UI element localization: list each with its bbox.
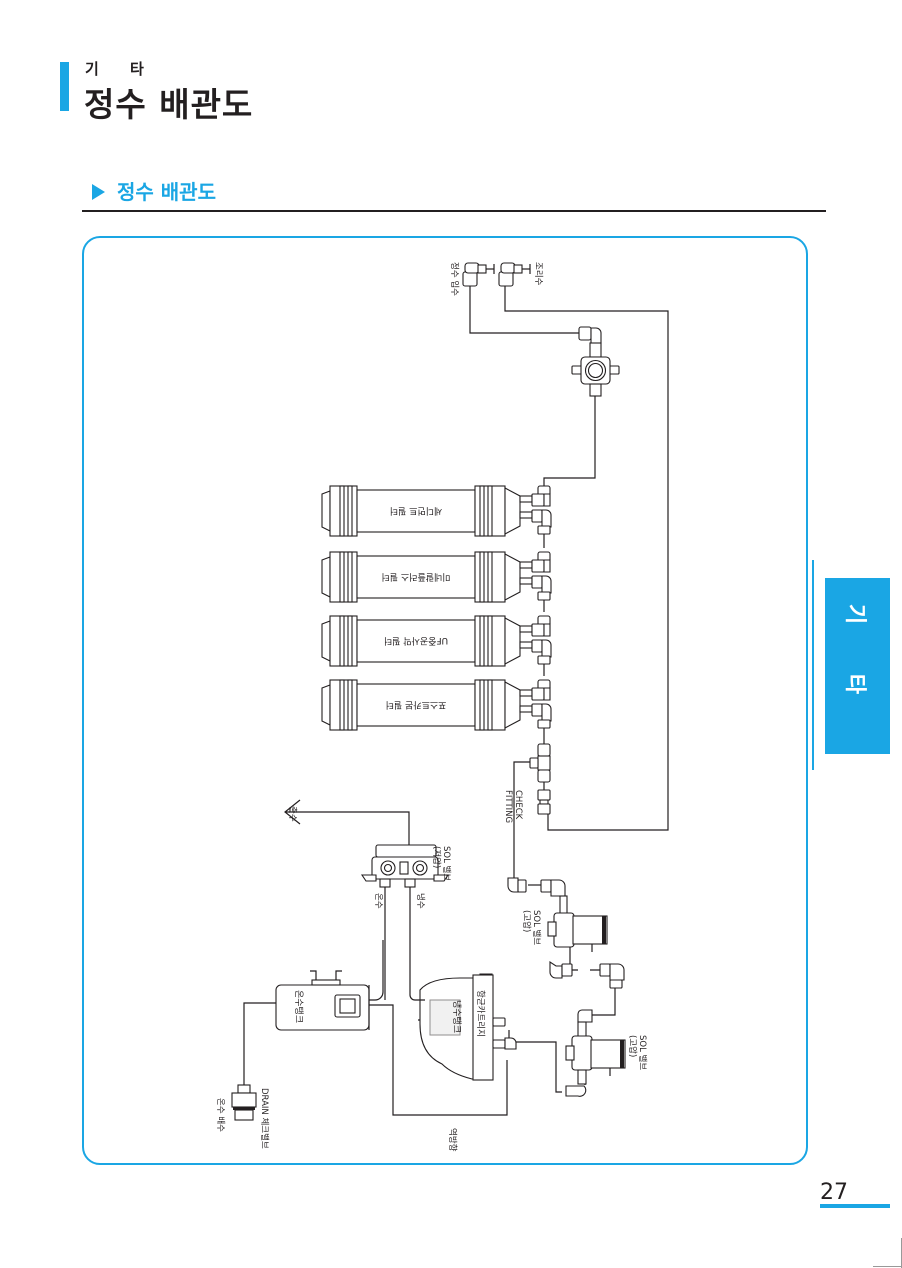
triangle-bullet-icon — [92, 184, 105, 200]
pipe-reverse — [369, 1004, 508, 1116]
label-sol-high-2-b: (고압) — [627, 1035, 637, 1057]
filter-label: UF중공사막 필터 — [384, 635, 448, 647]
drain-check-valve — [231, 1084, 257, 1121]
label-hot-water: 온수 — [373, 893, 383, 909]
pipe-valve-filter — [543, 395, 596, 486]
sol-valve-low — [360, 844, 450, 888]
filter-label: 미네랄플러스 필터 — [381, 571, 450, 583]
section-heading: 정수 배관도 — [92, 176, 216, 205]
filter-cartridge: 미네랄플러스 필터 — [321, 551, 552, 603]
pipe-to-second-sol — [592, 985, 616, 1016]
pressure-reducing-valve — [571, 326, 620, 397]
label-sol-high-1-a: SOL 밸브 — [531, 910, 542, 945]
pipe-dispense — [285, 811, 410, 845]
page-number-rule — [820, 1204, 890, 1208]
label-dispense: 출수 — [287, 806, 298, 822]
pipe-inlet — [469, 285, 585, 334]
label-purified-inlet: 정수 입수 — [449, 262, 460, 296]
label-hot-drain: 온수 배수 — [215, 1098, 225, 1132]
label-sol-low-b: (저압) — [431, 846, 441, 868]
label-cold-tank: 냉수탱크 — [451, 1000, 462, 1033]
filter-label: 포스트카본 필터 — [386, 699, 447, 711]
label-drain-check-valve: DRAIN 체크밸브 — [259, 1088, 270, 1149]
pipe-cooking-loop — [504, 285, 669, 831]
label-cooking-water: 조리수 — [533, 262, 543, 286]
filter-cartridge: 세디먼트 필터 — [321, 485, 552, 537]
page-number: 27 — [820, 1180, 848, 1205]
pipe-tee-branch — [513, 761, 532, 878]
label-sol-high-1-b: (고압) — [521, 910, 531, 932]
filter-cartridge: UF중공사막 필터 — [321, 615, 552, 667]
label-antibacterial-cartridge: 항균카트리지 — [475, 990, 485, 1037]
label-check: CHECK — [513, 790, 523, 820]
check-fitting — [537, 789, 551, 815]
category-label: 기 타 — [85, 60, 157, 78]
label-reverse-direction: 역방향 — [447, 1128, 458, 1152]
tee-fitting — [529, 743, 551, 783]
dispense-arrow-icon — [284, 799, 301, 825]
outlet-purified — [462, 262, 495, 287]
crop-mark — [873, 1266, 901, 1267]
section-heading-text: 정수 배관도 — [117, 180, 216, 204]
outlet-cooking — [498, 262, 531, 287]
label-hot-tank: 온수탱크 — [293, 990, 304, 1023]
label-sol-low-a: SOL 밸브 — [441, 846, 452, 881]
title-accent-bar — [60, 62, 69, 111]
page-title: 정수 배관도 — [84, 85, 254, 124]
section-divider — [82, 210, 826, 212]
filter-label: 세디먼트 필터 — [390, 505, 443, 517]
label-cold-water: 냉수 — [415, 893, 426, 909]
side-tab-chapter[interactable]: 기 타 — [825, 578, 890, 754]
label-fitting: FITTING — [503, 790, 513, 823]
sol-valve-high-1 — [507, 877, 608, 952]
pipe-drain — [243, 1002, 276, 1085]
elbow-fittings — [549, 960, 625, 989]
sol-valve-high-2 — [565, 1009, 626, 1097]
side-tab-line — [812, 560, 814, 770]
diagram-frame — [82, 236, 808, 1165]
filter-cartridge: 포스트카본 필터 — [321, 679, 552, 731]
label-sol-high-2-a: SOL 밸브 — [637, 1035, 648, 1070]
hot-water-tank — [275, 940, 384, 1031]
cold-water-tank — [409, 973, 517, 1081]
